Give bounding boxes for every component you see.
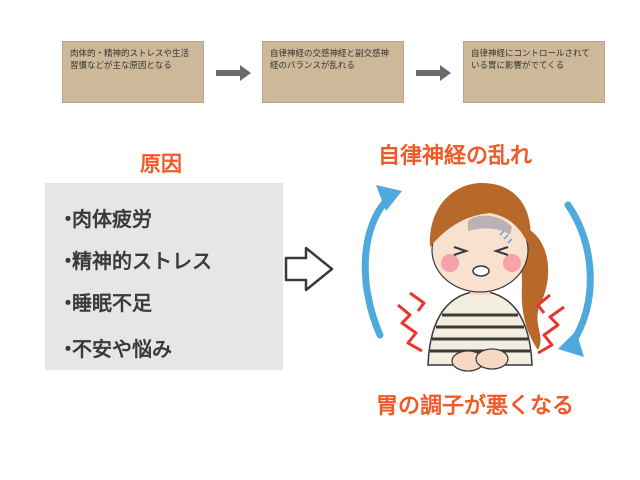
cause-label: 睡眠不足 xyxy=(72,291,152,315)
pain-mark-left-icon xyxy=(397,291,426,353)
cause-label: 精神的ストレス xyxy=(72,249,212,273)
cycle-arrow-left-icon xyxy=(361,193,394,339)
cause-item: ・不安や悩み xyxy=(58,337,172,361)
pain-mark-right-icon xyxy=(536,293,565,355)
causes-title: 原因 xyxy=(140,152,182,176)
cycle-arrow-left-head-icon xyxy=(376,185,402,211)
flow-step-3-text: 自律神経にコントロールされている胃に影響がでてくる xyxy=(471,49,590,71)
effect-result: 胃の調子が悪くなる xyxy=(376,394,575,419)
hollow-arrow-icon xyxy=(284,246,334,292)
flow-arrow-2-icon xyxy=(416,65,451,81)
cause-item: ・睡眠不足 xyxy=(58,291,152,315)
flow-step-2-text: 自律神経の交感神経と副交感神経のバランスが乱れる xyxy=(270,49,390,71)
cycle-arrow-right-head-icon xyxy=(558,331,584,357)
flow-step-2: 自律神経の交感神経と副交感神経のバランスが乱れる xyxy=(262,41,404,103)
cause-item: ・肉体疲労 xyxy=(58,207,152,231)
causes-list: ・肉体疲労 ・精神的ストレス ・睡眠不足 ・不安や悩み xyxy=(45,183,283,370)
flow-step-1: 肉体的・精神的ストレスや生活習慣などが主な原因となる xyxy=(62,41,204,103)
effect-title: 自律神経の乱れ xyxy=(378,144,533,169)
cycle-arrow-right-icon xyxy=(564,201,594,347)
cause-label: 不安や悩み xyxy=(72,337,172,361)
stomach-ache-woman-illustration xyxy=(361,183,594,372)
cause-item: ・精神的ストレス xyxy=(58,249,212,273)
flow-step-3: 自律神経にコントロールされている胃に影響がでてくる xyxy=(463,41,605,103)
flow-arrow-1-icon xyxy=(216,65,251,81)
cause-label: 肉体疲労 xyxy=(72,207,152,231)
flow-step-1-text: 肉体的・精神的ストレスや生活習慣などが主な原因となる xyxy=(70,49,190,71)
